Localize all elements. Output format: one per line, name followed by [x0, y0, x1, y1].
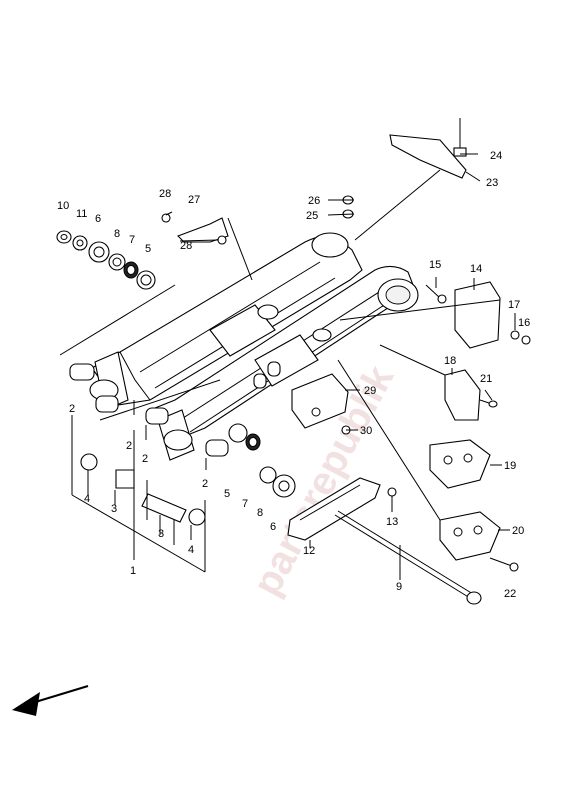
callout-7: 7: [129, 234, 135, 246]
callout-25: 25: [306, 210, 318, 222]
callout-19: 19: [504, 460, 516, 472]
callout-28: 28: [159, 188, 171, 200]
callout-3: 3: [111, 503, 117, 515]
pivot-bearings-spacers: [69, 363, 296, 526]
callout-17: 17: [508, 299, 520, 311]
callout-15: 15: [429, 259, 441, 271]
chain-guard-upper: [161, 118, 467, 245]
callout-2: 2: [202, 478, 208, 490]
callout-27: 27: [188, 194, 200, 206]
callout-4: 4: [188, 544, 194, 556]
callout-labels: 1 2 2 2 2 3 3 4 4 5 5 6 6 7 7 8 8 9 10 1…: [57, 150, 530, 600]
callout-4: 4: [84, 493, 90, 505]
callout-9: 9: [396, 581, 402, 593]
left-bearing-stack: [56, 230, 156, 290]
callout-20: 20: [512, 525, 524, 537]
callout-8: 8: [257, 507, 263, 519]
center-parts: [253, 361, 482, 605]
callout-14: 14: [470, 263, 482, 275]
callout-11: 11: [76, 208, 87, 220]
callout-22: 22: [504, 588, 516, 600]
callout-28: 28: [180, 240, 192, 252]
callout-2: 2: [69, 403, 75, 415]
callout-26: 26: [308, 195, 320, 207]
callout-7: 7: [242, 498, 248, 510]
callout-30: 30: [360, 425, 372, 437]
callout-5: 5: [145, 243, 151, 255]
callout-12: 12: [303, 545, 315, 557]
callout-6: 6: [270, 521, 276, 533]
callout-16: 16: [518, 317, 530, 329]
front-arrow-icon: [12, 685, 89, 716]
callout-18: 18: [444, 355, 456, 367]
chain-buffer-brackets: [425, 281, 531, 572]
callout-10: 10: [57, 200, 69, 212]
callout-1: 1: [130, 565, 136, 577]
callout-8: 8: [114, 228, 120, 240]
callout-5: 5: [224, 488, 230, 500]
swingarm: [89, 232, 419, 461]
leader-lines: [59, 153, 516, 580]
callout-23: 23: [486, 177, 498, 189]
callout-2: 2: [126, 440, 132, 452]
callout-29: 29: [364, 385, 376, 397]
callout-21: 21: [480, 373, 492, 385]
callout-24: 24: [490, 150, 502, 162]
callout-13: 13: [386, 516, 398, 528]
callout-6: 6: [95, 213, 101, 225]
callout-3: 3: [158, 528, 164, 540]
callout-2: 2: [142, 453, 148, 465]
